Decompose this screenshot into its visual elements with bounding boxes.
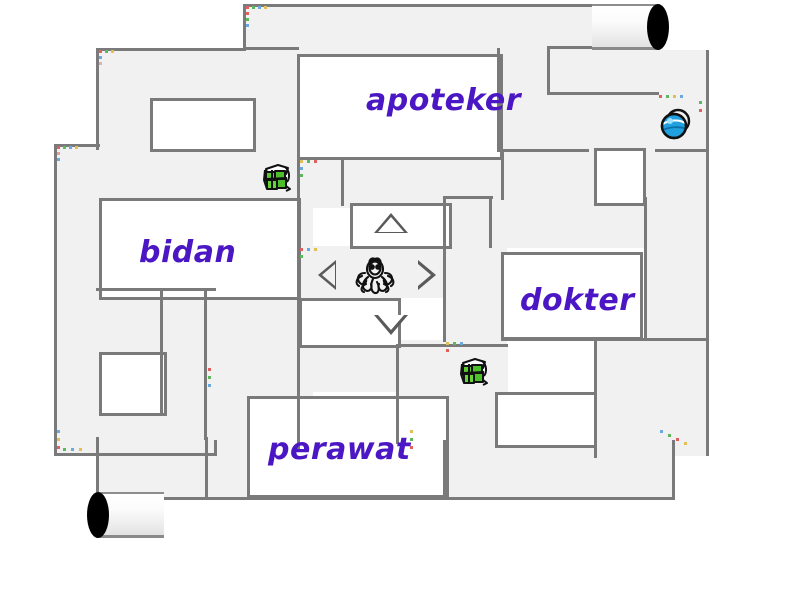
- wall-segment: [501, 152, 504, 200]
- wall-segment: [443, 497, 675, 500]
- room-perawat[interactable]: [247, 396, 449, 498]
- wall-segment: [96, 48, 99, 150]
- wall-segment: [243, 4, 593, 7]
- item-blue-ball[interactable]: [655, 104, 697, 146]
- room-bidan-small[interactable]: [99, 352, 167, 416]
- wall-segment: [96, 437, 99, 499]
- wall-segment: [547, 47, 550, 95]
- wall-segment: [655, 149, 709, 152]
- wall-segment: [497, 149, 589, 152]
- wall-segment: [205, 437, 208, 499]
- item-green-crate-1[interactable]: [258, 158, 298, 198]
- wall-segment: [547, 92, 659, 95]
- item-green-crate-2[interactable]: [455, 352, 495, 392]
- wall-segment: [396, 344, 399, 444]
- wall-segment: [501, 338, 647, 341]
- corridor-cell: [96, 150, 264, 202]
- wall-segment: [672, 440, 675, 500]
- tube-mouth-icon: [647, 4, 669, 50]
- wall-segment: [297, 196, 300, 300]
- wall-segment: [489, 196, 492, 248]
- wall-segment: [160, 290, 163, 416]
- dpad-left-icon[interactable]: [318, 260, 336, 290]
- dpad-right-icon[interactable]: [418, 260, 436, 290]
- corridor-cell: [297, 4, 547, 54]
- corridor-cell: [54, 144, 100, 456]
- room-topleft-small[interactable]: [150, 98, 256, 152]
- corridor-cell: [297, 158, 501, 208]
- room-dpad-up-box[interactable]: [350, 203, 452, 249]
- room-label-apoteker: apoteker: [366, 83, 522, 118]
- tube-top-right[interactable]: [592, 4, 669, 50]
- corridor-cell: [497, 48, 549, 158]
- corridor-cell: [594, 338, 706, 456]
- room-bottomright-small[interactable]: [495, 392, 597, 448]
- wall-segment: [54, 144, 57, 456]
- dpad-up-icon[interactable]: [374, 213, 408, 233]
- room-dokter[interactable]: [501, 252, 643, 340]
- wall-segment: [644, 338, 708, 341]
- wall-segment: [96, 48, 246, 51]
- tube-mouth-icon: [87, 492, 109, 538]
- wall-segment: [297, 156, 300, 452]
- wall-segment: [96, 497, 446, 500]
- room-label-bidan: bidan: [139, 235, 237, 270]
- wall-segment: [396, 344, 508, 347]
- tube-bottom-left[interactable]: [87, 492, 164, 538]
- dpad-down-icon[interactable]: [374, 315, 408, 335]
- wall-segment: [243, 47, 299, 50]
- wall-segment: [204, 290, 207, 440]
- wall-segment: [644, 197, 647, 339]
- wall-segment: [497, 48, 500, 152]
- wall-segment: [243, 4, 246, 50]
- wall-segment: [443, 196, 446, 342]
- room-bidan[interactable]: [99, 198, 301, 300]
- player-octopus-character[interactable]: [352, 253, 398, 299]
- corridor-cell: [547, 46, 659, 154]
- wall-segment: [54, 453, 216, 456]
- wall-segment: [443, 196, 493, 199]
- room-label-perawat: perawat: [268, 432, 411, 467]
- wall-segment: [443, 440, 446, 500]
- wall-segment: [706, 50, 709, 456]
- room-label-dokter: dokter: [520, 283, 635, 318]
- wall-segment: [96, 288, 216, 291]
- wall-segment: [594, 338, 597, 458]
- room-dokter-small[interactable]: [594, 148, 646, 206]
- room-apoteker[interactable]: [297, 54, 503, 160]
- wall-segment: [54, 144, 100, 147]
- wall-segment: [341, 158, 344, 206]
- wall-segment: [214, 440, 217, 456]
